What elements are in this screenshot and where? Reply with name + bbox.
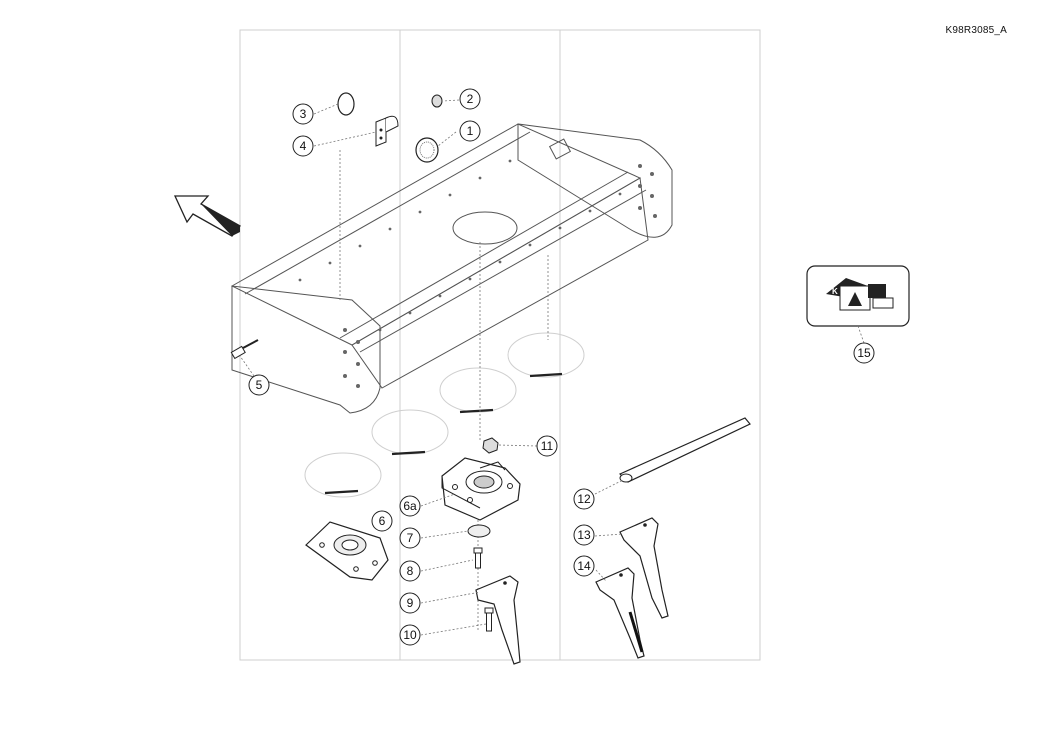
part-7-washer [467, 524, 491, 538]
callout-label: 2 [467, 92, 474, 106]
safety-decal-icon: K [806, 265, 910, 327]
part-11-nut [482, 437, 499, 454]
callout-label: 9 [407, 596, 414, 610]
drawing-id: K98R3085_A [945, 25, 1007, 36]
callouts: 1 2 3 4 5 6 6a 7 8 9 10 11 12 13 14 15 [248, 88, 875, 646]
callout-13: 13 [573, 524, 595, 546]
assembly-leaders [339, 150, 549, 630]
part-5-bolt [230, 339, 259, 360]
callout-label: 4 [300, 139, 307, 153]
part-9-blade [475, 575, 521, 665]
callout-15: 15 [853, 342, 875, 364]
callout-label: 13 [577, 528, 591, 542]
callout-label: K [832, 287, 838, 296]
callout-8: 8 [399, 560, 421, 582]
callout-label: 5 [256, 378, 263, 392]
callout-9: 9 [399, 592, 421, 614]
callout-3: 3 [292, 103, 314, 125]
callout-label: 10 [403, 628, 417, 642]
direction-arrow-icon [173, 195, 241, 237]
part-8-bolt [473, 547, 483, 569]
part-10-bolt [484, 607, 494, 632]
background-ghost [239, 29, 761, 661]
callout-label: 15 [857, 346, 871, 360]
callout-6: 6 [371, 510, 393, 532]
part-2-plug [431, 94, 443, 108]
callout-6a: 6a [399, 495, 421, 517]
callout-11: 11 [536, 435, 558, 457]
callout-4: 4 [292, 135, 314, 157]
callout-7: 7 [399, 527, 421, 549]
callout-label: 6a [403, 499, 417, 513]
disc-rotation-outlines [304, 332, 585, 498]
part-13-blade [619, 517, 669, 619]
callout-12: 12 [573, 488, 595, 510]
callout-1: 1 [459, 120, 481, 142]
callout-label: 8 [407, 564, 414, 578]
callout-label: 3 [300, 107, 307, 121]
part-1-reflector [415, 137, 439, 163]
callout-label: 14 [577, 559, 591, 573]
callout-leaders [239, 99, 865, 636]
part-3-ring [337, 92, 355, 116]
part-6a-bearing-housing [441, 457, 521, 521]
callout-label: 11 [541, 439, 554, 453]
callout-10: 10 [399, 624, 421, 646]
callout-5: 5 [248, 374, 270, 396]
part-14-blade [595, 567, 645, 659]
part-12-tool [618, 417, 751, 483]
callout-label: 12 [577, 492, 591, 506]
part-6-hub-plate [305, 521, 389, 581]
callout-label: 6 [379, 514, 386, 528]
cutter-bar-frame [230, 123, 673, 414]
callout-label: 7 [407, 531, 414, 545]
callout-2: 2 [459, 88, 481, 110]
callout-14: 14 [573, 555, 595, 577]
callout-label: 1 [467, 124, 474, 138]
part-4-bracket [375, 115, 399, 147]
